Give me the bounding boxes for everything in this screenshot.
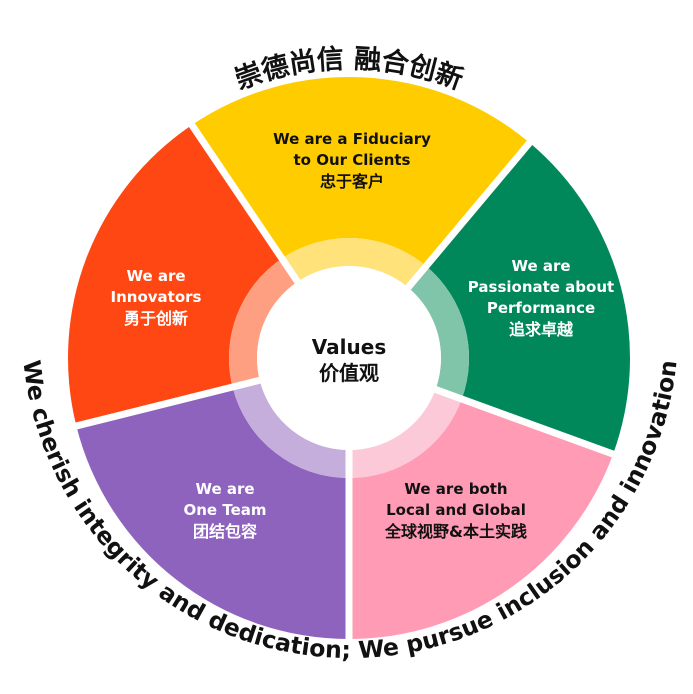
- label-line: We are both: [404, 480, 508, 498]
- label-line: We are: [195, 480, 255, 498]
- segment-divider: [405, 137, 535, 290]
- label-line: Local and Global: [386, 501, 526, 519]
- label-line: Innovators: [110, 288, 202, 306]
- center-title-zh: 价值观: [318, 361, 379, 385]
- label-line: We are: [126, 267, 186, 285]
- label-zh: 勇于创新: [123, 309, 189, 328]
- segment-innovators: [68, 125, 282, 426]
- label-zh: 团结包容: [192, 522, 257, 541]
- segment-divider: [71, 376, 261, 431]
- segment-label-fiduciary: We are a Fiduciary to Our Clients 忠于客户: [273, 129, 431, 192]
- label-line: We are a Fiduciary: [273, 130, 431, 148]
- segment-performance: [426, 142, 631, 455]
- label-line: We are: [511, 257, 571, 275]
- label-line: One Team: [183, 501, 267, 519]
- label-zh: 追求卓越: [508, 320, 573, 339]
- segment-fiduciary: [191, 77, 530, 267]
- center-label: Values 价值观: [312, 334, 386, 386]
- segment-inner-fiduciary: [281, 238, 427, 288]
- segment-divider: [434, 386, 619, 459]
- label-line: Passionate about: [467, 278, 615, 296]
- label-line: Performance: [486, 299, 596, 317]
- segment-label-one-team: We are One Team 团结包容: [184, 479, 267, 542]
- segment-local-global: [349, 399, 614, 639]
- segment-one-team: [76, 387, 350, 639]
- label-line: to Our Clients: [293, 151, 411, 169]
- label-zh: 全球视野&本土实践: [385, 522, 527, 541]
- label-zh: 忠于客户: [319, 172, 384, 191]
- segment-inner-innovators: [229, 258, 298, 388]
- segment-inner-local-global: [349, 389, 462, 478]
- segment-inner-one-team: [232, 380, 349, 478]
- center-title-en: Values: [311, 335, 387, 359]
- segment-inner-performance: [408, 266, 469, 400]
- segment-label-performance: We are Passionate about Performance 追求卓越: [468, 256, 614, 340]
- segment-label-local-global: We are both Local and Global 全球视野&本土实践: [385, 479, 527, 542]
- segment-label-innovators: We are Innovators 勇于创新: [111, 266, 202, 329]
- segment-divider: [186, 119, 301, 284]
- center-circle: [257, 266, 441, 450]
